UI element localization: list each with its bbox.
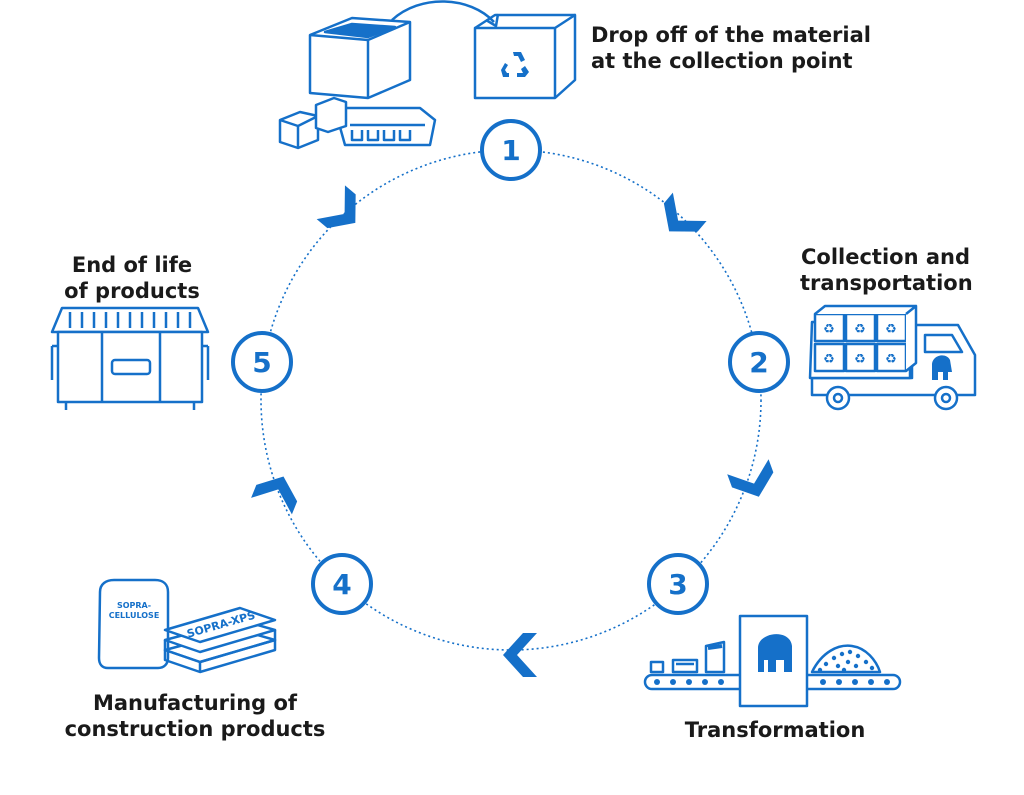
step-1-title: Drop off of the material at the collecti… xyxy=(591,22,871,74)
step-2-badge: 2 xyxy=(728,331,790,393)
step-5-badge: 5 xyxy=(231,331,293,393)
step-1-title-line-2: at the collection point xyxy=(591,49,853,73)
bag-label-line-2: CELLULOSE xyxy=(109,611,160,620)
svg-text:♻: ♻ xyxy=(885,322,897,337)
step-3-number: 3 xyxy=(668,568,687,601)
svg-text:♻: ♻ xyxy=(854,352,866,367)
step-5-number: 5 xyxy=(252,346,271,379)
insulation-products-icon: SOPRA- CELLULOSE SOPRA-XPS xyxy=(97,578,277,674)
step-1-number: 1 xyxy=(501,134,520,167)
step-1-badge: 1 xyxy=(480,119,542,181)
arrow-chevron-3-4 xyxy=(503,633,537,677)
step-3-title: Transformation xyxy=(660,717,890,743)
step-4-title: Manufacturing of construction products xyxy=(55,690,335,742)
bag-label-line-1: SOPRA- xyxy=(117,601,151,610)
step-4-badge: 4 xyxy=(311,553,373,615)
step-2-title-line-2: transportation xyxy=(800,271,973,295)
step-2-number: 2 xyxy=(749,346,768,379)
cycle-ring xyxy=(260,149,762,651)
step-1-title-line-1: Drop off of the material xyxy=(591,23,871,47)
elephant-logo-icon xyxy=(758,634,792,672)
step-2-title-line-1: Collection and xyxy=(800,245,970,269)
step-4-title-line-1: Manufacturing of xyxy=(92,691,298,715)
svg-text:♻: ♻ xyxy=(823,352,835,367)
delivery-truck-icon: ♻ ♻ ♻ ♻ ♻ ♻ xyxy=(808,304,977,411)
step-5-title-line-1: End of life xyxy=(71,253,193,277)
recycle-symbol-icon xyxy=(501,52,529,77)
arrow-chevron-5-1 xyxy=(316,185,356,229)
step-5-title: End of life of products xyxy=(62,252,202,304)
step-3-badge: 3 xyxy=(647,553,709,615)
conveyor-belt-processing-icon xyxy=(643,614,902,708)
granulate-pile xyxy=(810,644,882,674)
cargo-boxes xyxy=(813,304,918,373)
arrow-chevron-4-5 xyxy=(251,476,298,515)
step-2-title: Collection and transportation xyxy=(800,244,973,296)
arrow-chevron-2-3 xyxy=(727,459,774,497)
svg-text:♻: ♻ xyxy=(854,322,866,337)
step-4-number: 4 xyxy=(332,568,351,601)
dumpster-icon xyxy=(50,306,210,410)
elephant-logo-icon xyxy=(932,355,952,380)
arrow-chevron-1-2 xyxy=(663,192,707,232)
svg-text:♻: ♻ xyxy=(885,352,897,367)
step-5-title-line-2: of products xyxy=(64,279,200,303)
step-3-title-line-1: Transformation xyxy=(684,718,866,742)
svg-text:♻: ♻ xyxy=(823,322,835,337)
recycling-bin-and-packaging-icon xyxy=(278,0,577,150)
step-4-title-line-2: construction products xyxy=(64,717,326,741)
